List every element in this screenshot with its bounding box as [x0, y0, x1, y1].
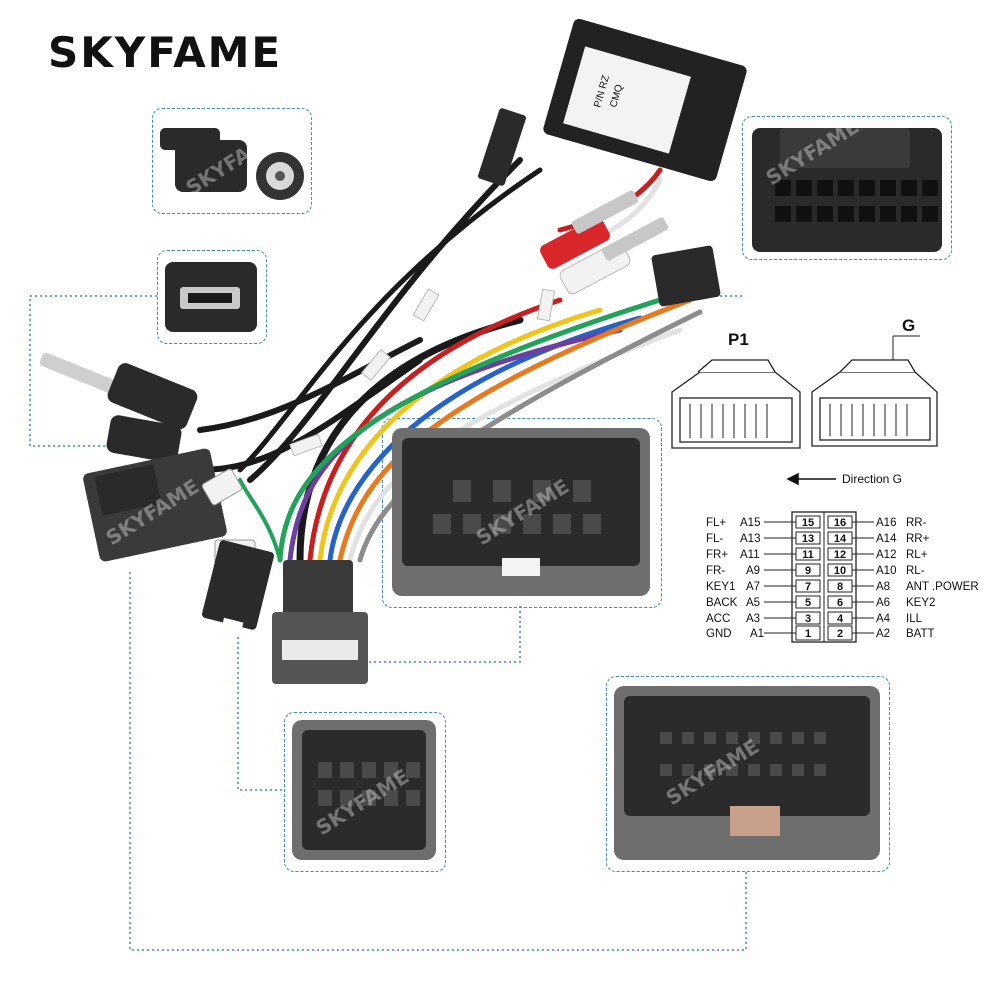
pin-code-right-5: A6: [876, 597, 890, 609]
pin-num-right-7: 2: [837, 628, 843, 640]
pin-num-right-5: 6: [837, 597, 843, 609]
pin-code-right-2: A12: [876, 549, 896, 561]
pin-num-left-5: 5: [805, 597, 811, 609]
pin-code-left-0: A15: [740, 517, 760, 529]
pin-code-right-0: A16: [876, 517, 896, 529]
pin-num-left-3: 9: [805, 565, 811, 577]
pin-num-left-2: 11: [802, 549, 814, 561]
pin-label-left-6: ACC: [706, 613, 730, 625]
pin-num-right-1: 14: [834, 533, 847, 545]
pin-label-left-1: FL-: [706, 533, 723, 545]
pin-num-right-6: 4: [837, 613, 844, 625]
pin-num-right-0: 16: [834, 517, 846, 529]
pin-label-right-2: RL+: [906, 549, 928, 561]
pin-code-right-3: A10: [876, 565, 896, 577]
pin-code-left-7: A1: [750, 628, 764, 640]
p1-label: P1: [728, 330, 749, 349]
pin-code-left-1: A13: [740, 533, 760, 545]
brand-logo: SKYFAME: [48, 28, 283, 77]
pin-label-right-5: KEY2: [906, 597, 935, 609]
pin-num-left-6: 3: [805, 613, 811, 625]
pin-label-left-7: GND: [706, 628, 732, 640]
pin-num-left-0: 15: [802, 517, 814, 529]
pin-num-left-7: 1: [805, 628, 811, 640]
pin-num-right-2: 12: [834, 549, 846, 561]
pin-code-left-6: A3: [746, 613, 760, 625]
pin-num-right-4: 8: [837, 581, 843, 593]
pin-code-right-7: A2: [876, 628, 890, 640]
pin-code-left-2: A11: [740, 549, 760, 561]
pin-label-left-3: FR-: [706, 565, 725, 577]
direction-label: Direction G: [842, 472, 903, 486]
pin-label-right-1: RR+: [906, 533, 930, 545]
pin-code-left-3: A9: [746, 565, 760, 577]
pin-code-right-4: A8: [876, 581, 890, 593]
pin-label-left-4: KEY1: [706, 581, 735, 593]
pin-num-right-3: 10: [834, 565, 846, 577]
pin-label-left-5: BACK: [706, 597, 738, 609]
pin-label-right-0: RR-: [906, 517, 927, 529]
pin-label-right-4: ANT .POWER: [906, 581, 979, 593]
pin-label-right-3: RL-: [906, 565, 925, 577]
pin-code-left-5: A5: [746, 597, 760, 609]
pin-label-left-0: FL+: [706, 517, 726, 529]
g-label: G: [902, 316, 916, 335]
pin-code-left-4: A7: [746, 581, 760, 593]
pin-code-right-1: A14: [876, 533, 897, 545]
pin-label-left-2: FR+: [706, 549, 728, 561]
pin-label-right-7: BATT: [906, 628, 935, 640]
pin-num-left-4: 7: [805, 581, 811, 593]
pin-num-left-1: 13: [802, 533, 814, 545]
pin-label-right-6: ILL: [906, 613, 923, 625]
pin-code-right-6: A4: [876, 613, 891, 625]
